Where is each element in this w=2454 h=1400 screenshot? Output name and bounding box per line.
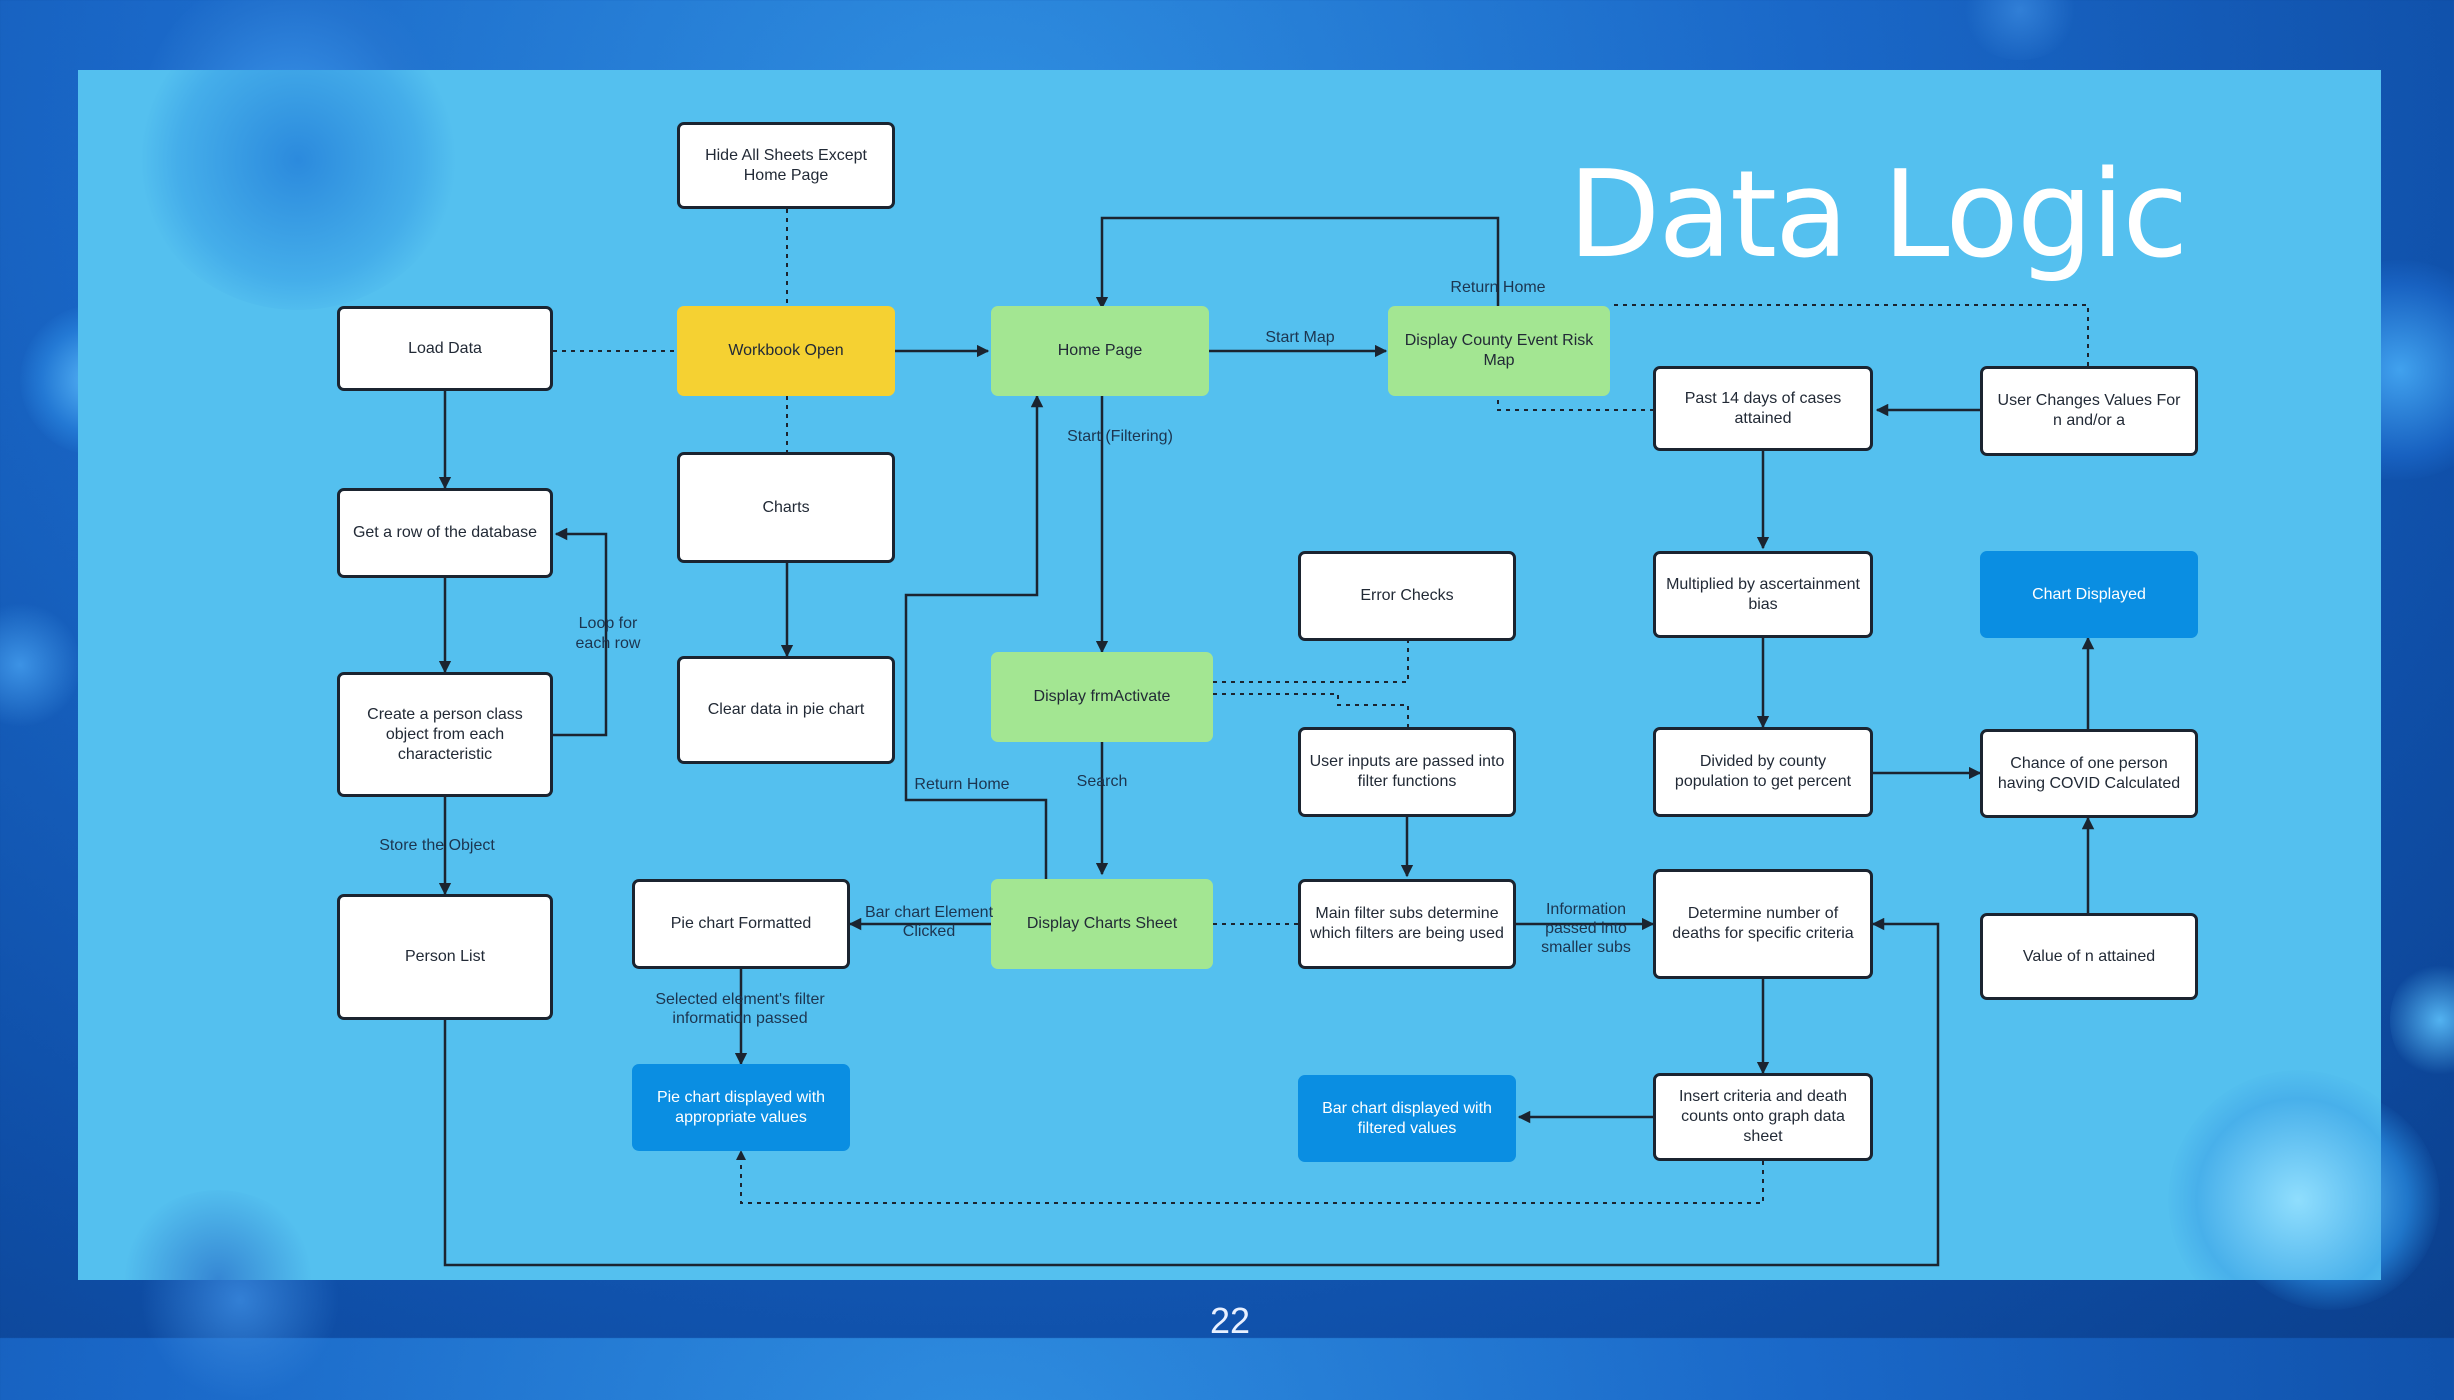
edge-label-info-passed: Information passed into smaller subs	[1541, 901, 1631, 956]
virus-decoration	[1960, 0, 2080, 60]
edge-label-return-home-left: Return Home	[914, 776, 1010, 793]
edge-label-bar-clicked: Bar chart Element Clicked	[864, 904, 994, 940]
virus-decoration	[0, 600, 80, 730]
edge-dotted-county-past14	[1497, 391, 1653, 411]
edge-person-deaths	[443, 917, 1940, 1267]
edge-dotted-userchanges-county	[1610, 304, 2089, 366]
edge-charts-return-home	[904, 394, 1048, 880]
node-create-person: Create a person class object from each c…	[337, 672, 553, 797]
node-user-changes: User Changes Values For n and/or a	[1980, 366, 2198, 456]
node-multiplied: Multiplied by ascertainment bias	[1653, 551, 1873, 638]
edge-dotted-insert-pie	[736, 1150, 1764, 1204]
node-error-checks: Error Checks	[1298, 551, 1516, 641]
node-workbook-open: Workbook Open	[677, 306, 895, 396]
edge-label-return-home-top: Return Home	[1450, 279, 1546, 296]
edge-label-store: Store the Object	[379, 837, 495, 854]
node-chart-displayed: Chart Displayed	[1980, 551, 2198, 638]
node-chance: Chance of one person having COVID Calcul…	[1980, 729, 2198, 818]
node-clear-pie: Clear data in pie chart	[677, 656, 895, 764]
edge-label-selected-info: Selected element's filter information pa…	[655, 991, 825, 1027]
edge-label-loop: Loop for each row	[575, 615, 641, 652]
node-display-charts: Display Charts Sheet	[991, 879, 1213, 969]
node-charts: Charts	[677, 452, 895, 563]
node-hide-sheets: Hide All Sheets Except Home Page	[677, 122, 895, 209]
node-insert-criteria: Insert criteria and death counts onto gr…	[1653, 1073, 1873, 1161]
edge-label-search: Search	[1076, 773, 1128, 790]
edge-dotted-frm-inputs	[1213, 693, 1409, 727]
diagram-panel: Data Logic	[78, 70, 2381, 1280]
page-number: 22	[1209, 1300, 1251, 1341]
node-bar-displayed: Bar chart displayed with filtered values	[1298, 1075, 1516, 1162]
edge-dotted-frm-error	[1213, 598, 1409, 683]
node-load-data: Load Data	[337, 306, 553, 391]
node-value-n: Value of n attained	[1980, 913, 2198, 1000]
page-title: Data Logic	[1568, 146, 2188, 285]
connectors	[438, 209, 2095, 1267]
node-pie-displayed: Pie chart displayed with appropriate val…	[632, 1064, 850, 1151]
node-main-filter: Main filter subs determine which filters…	[1298, 879, 1516, 969]
edge-county-return-home	[1095, 216, 1500, 311]
node-past14: Past 14 days of cases attained	[1653, 366, 1873, 451]
node-get-row: Get a row of the database	[337, 488, 553, 578]
edge-label-start-map: Start Map	[1265, 329, 1335, 346]
node-divided: Divided by county population to get perc…	[1653, 727, 1873, 817]
node-pie-formatted: Pie chart Formatted	[632, 879, 850, 969]
node-home-page: Home Page	[991, 306, 1209, 396]
edge-label-start-filtering: Start (Filtering)	[1067, 428, 1173, 445]
edge-create-loop	[553, 527, 608, 737]
node-determine-deaths: Determine number of deaths for specific …	[1653, 869, 1873, 979]
node-person-list: Person List	[337, 894, 553, 1020]
virus-decoration	[2390, 960, 2454, 1080]
node-user-inputs: User inputs are passed into filter funct…	[1298, 727, 1516, 817]
node-display-county: Display County Event Risk Map	[1388, 306, 1610, 396]
node-display-frm: Display frmActivate	[991, 652, 1213, 742]
